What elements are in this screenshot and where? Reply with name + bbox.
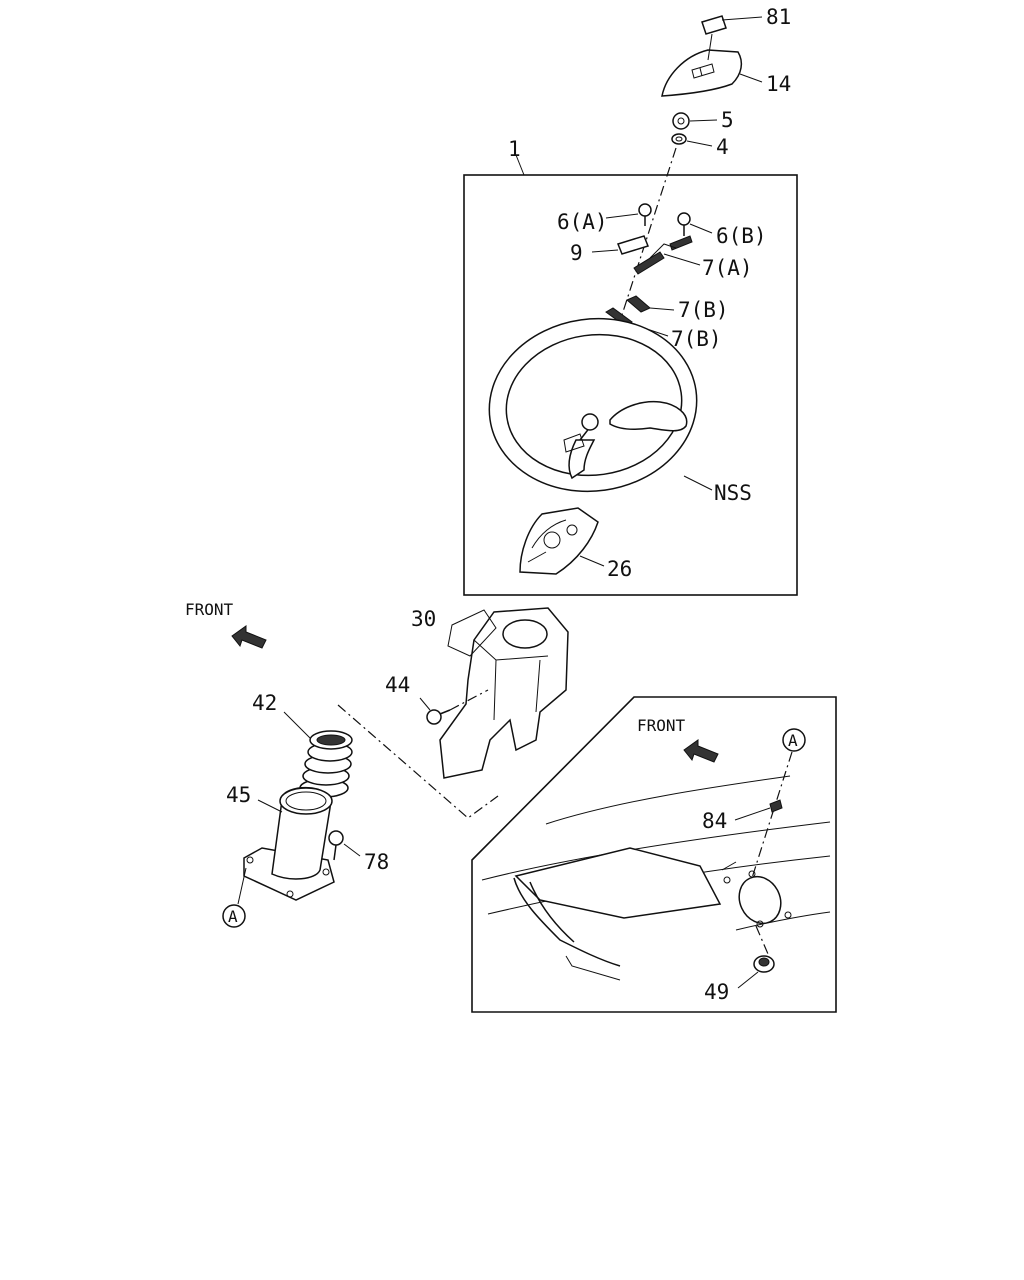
leader-30-area: [447, 609, 497, 657]
leader-7b-upper: [649, 307, 675, 311]
label-1: 1: [508, 137, 521, 161]
leader-4: [686, 140, 713, 147]
label-14: 14: [766, 72, 791, 96]
arrow-81-to-14: [707, 33, 713, 61]
label-4: 4: [716, 135, 729, 159]
leader-84: [734, 807, 771, 821]
inset-axis-lower: [755, 925, 769, 955]
contact-spring-part-7a: [633, 235, 693, 275]
leader-42: [283, 711, 311, 739]
bracket-part-9: [617, 235, 649, 255]
leader-78: [343, 843, 361, 857]
reference-a-left-circle: [222, 904, 246, 928]
floor-detail-inset-box: [471, 696, 837, 1013]
screw-part-44: [426, 709, 451, 725]
label-81: 81: [766, 5, 791, 29]
leader-1: [515, 154, 525, 176]
screw-part-84: [769, 799, 783, 813]
leader-26: [579, 555, 605, 567]
column-cover-part-30: [439, 607, 569, 779]
nut-part-5: [672, 112, 690, 130]
screw-part-6b: [677, 212, 691, 236]
label-30: 30: [411, 607, 436, 631]
leader-14: [739, 73, 763, 83]
leader-45: [257, 799, 283, 813]
reference-a-inset: A: [788, 731, 798, 750]
front-arrow-inset-icon: [683, 739, 719, 763]
column-tube-part-45: [243, 786, 335, 901]
label-6a: 6(A): [557, 210, 608, 234]
label-78: 78: [364, 850, 389, 874]
leader-49: [737, 971, 759, 989]
leader-6a: [605, 213, 639, 219]
front-label-main: FRONT: [185, 600, 234, 619]
contact-plate-part-7b-upper: [626, 295, 651, 313]
floor-panel-drawing: [481, 775, 831, 981]
leader-7a: [663, 253, 701, 266]
leader-44: [419, 697, 431, 711]
steering-wheel-nss: [488, 317, 698, 493]
leader-9: [591, 249, 619, 253]
label-44: 44: [385, 673, 410, 697]
leader-5: [689, 119, 718, 122]
label-7a: 7(A): [702, 256, 753, 280]
horn-pad-part-14: [661, 49, 743, 97]
boot-part-42: [299, 730, 353, 798]
label-26: 26: [607, 557, 632, 581]
reference-a-inset-circle: [782, 728, 806, 752]
leader-6b: [689, 223, 713, 234]
label-7b-lower: 7(B): [671, 327, 722, 351]
grommet-part-49: [753, 955, 775, 973]
label-42: 42: [252, 691, 277, 715]
front-label-inset: FRONT: [637, 716, 686, 735]
label-49: 49: [704, 980, 729, 1004]
label-45: 45: [226, 783, 251, 807]
label-5: 5: [721, 108, 734, 132]
reference-a-left: A: [228, 907, 238, 926]
steering-axis-centerline: [587, 147, 677, 421]
steering-cover-part-26: [519, 507, 599, 575]
axis-44: [449, 689, 489, 711]
label-9: 9: [570, 241, 583, 265]
horn-button-part-81: [701, 15, 727, 35]
leader-81: [721, 16, 763, 21]
leader-a-left: [237, 867, 247, 905]
inset-axis: [751, 751, 793, 879]
washer-part-4: [671, 133, 687, 145]
steering-wheel-assembly-box: [463, 174, 798, 596]
label-nss: NSS: [714, 481, 752, 505]
label-7b-upper: 7(B): [678, 298, 729, 322]
screw-part-6a: [638, 203, 652, 226]
front-arrow-main-icon: [231, 625, 267, 649]
label-6b: 6(B): [716, 224, 767, 248]
label-84: 84: [702, 809, 727, 833]
leader-nss: [683, 475, 713, 491]
bolt-part-78: [328, 830, 344, 861]
